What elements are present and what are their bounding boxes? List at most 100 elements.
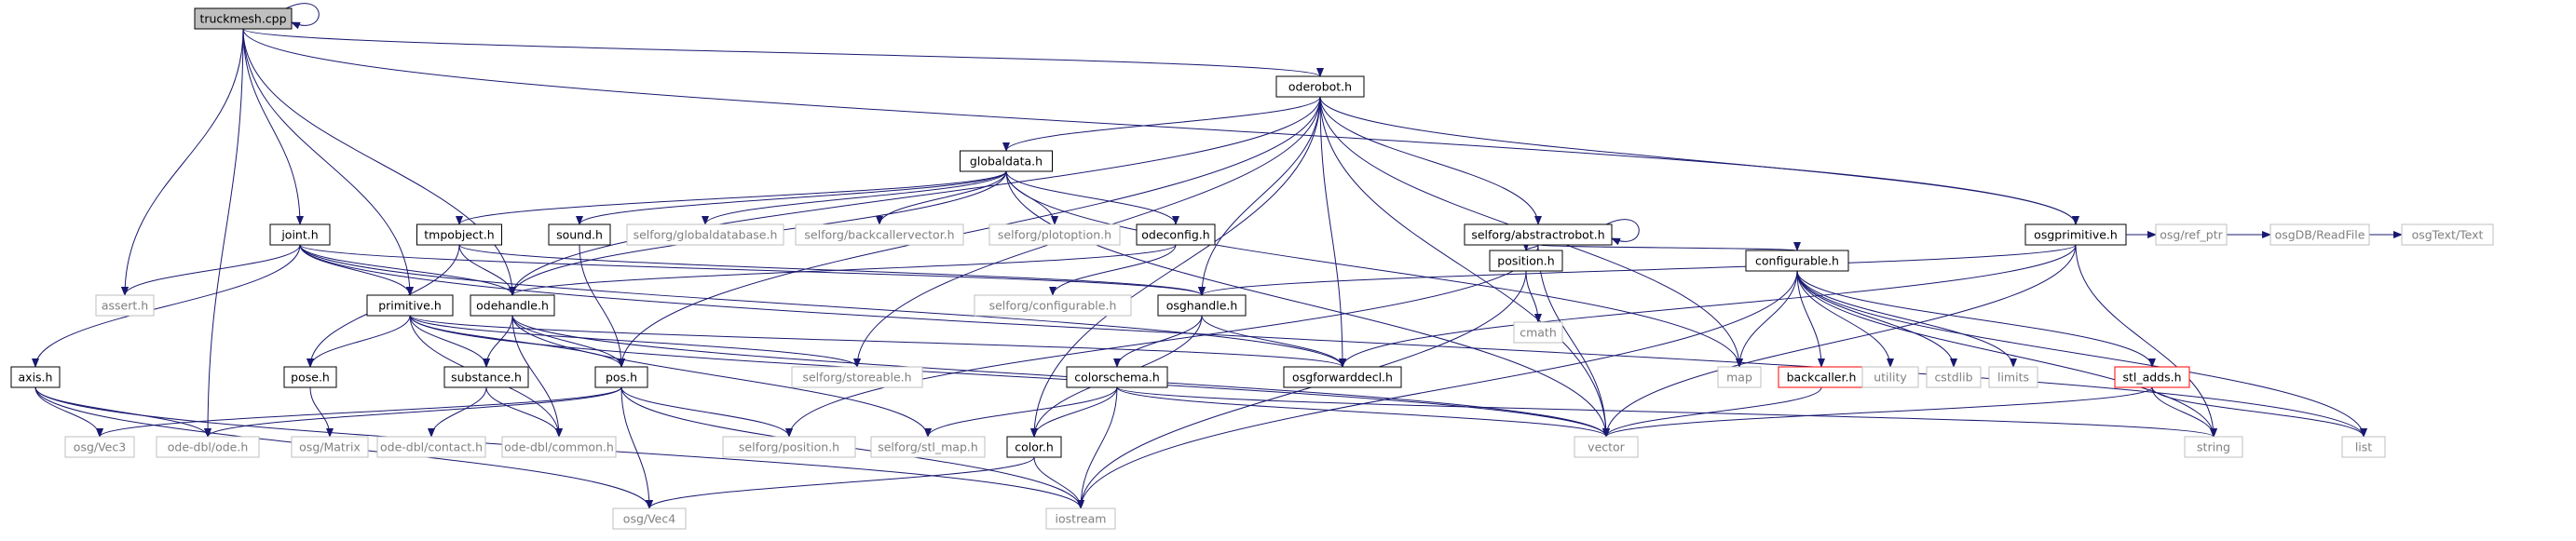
edge-pos-to-selforg_position: [620, 386, 793, 438]
edge-selforg_abstractrobot-to-selforg_position: [785, 244, 1539, 438]
node-box: [795, 223, 964, 246]
node-label: selforg/abstractrobot.h: [1471, 228, 1604, 242]
node-label: osghandle.h: [1166, 299, 1238, 313]
node-position[interactable]: position.h: [1489, 250, 1563, 272]
edge-joint-to-list: [299, 244, 2367, 438]
node-odehandle[interactable]: odehandle.h: [470, 294, 555, 317]
node-ode-dbl-contact: ode-dbl/contact.h: [376, 436, 486, 458]
edge-configurable-to-map: [1736, 270, 1798, 368]
node-label: vector: [1588, 440, 1626, 454]
node-box: [156, 436, 260, 458]
node-selforg-plotoption: selforg/plotoption.h: [988, 223, 1121, 246]
node-backcaller[interactable]: backcaller.h: [1778, 366, 1865, 388]
edge-oderobot-to-selforg_abstractrobot: [1319, 96, 1542, 225]
node-box: [443, 366, 529, 388]
node-tmpobject[interactable]: tmpobject.h: [416, 223, 502, 246]
edge-sound-to-pos: [579, 244, 625, 368]
node-axis[interactable]: axis.h: [10, 366, 61, 388]
node-box: [2114, 366, 2190, 388]
node-label: osg/Matrix: [299, 440, 361, 454]
edge-osgprimitive-to-osgforwarddecl: [1339, 244, 2077, 368]
node-box: [95, 294, 155, 317]
edge-truckmesh-to-truckmesh: [285, 3, 320, 30]
edge-colorschema-to-selforg_stl_map: [924, 386, 1118, 438]
node-label: ode-dbl/ode.h: [168, 440, 249, 454]
node-label: axis.h: [19, 371, 53, 385]
node-colorschema[interactable]: colorschema.h: [1066, 366, 1168, 388]
node-box: [594, 366, 648, 388]
node-configurable[interactable]: configurable.h: [1745, 250, 1849, 272]
node-globaldata[interactable]: globaldata.h: [960, 150, 1053, 172]
edge-joint-to-assert: [121, 244, 301, 296]
node-substance[interactable]: substance.h: [443, 366, 529, 388]
node-odeconfig[interactable]: odeconfig.h: [1136, 223, 1216, 246]
edge-selforg_abstractrobot-to-vector: [1537, 244, 1610, 438]
edge-truckmesh-to-oderobot: [242, 28, 1324, 77]
node-box: [1006, 436, 1062, 458]
edge-substance-to-ode_dbl_common: [485, 386, 563, 438]
node-label: oderobot.h: [1288, 80, 1352, 94]
edge-primitive-to-osgforwarddecl: [409, 315, 1346, 368]
node-cmath: cmath: [1513, 321, 1563, 344]
node-box: [1464, 223, 1613, 246]
edge-configurable-to-limits: [1796, 270, 2017, 368]
node-box: [376, 436, 486, 458]
edge-tmpobject-to-osghandle: [458, 244, 1206, 296]
edge-globaldata-to-sound: [576, 170, 1007, 225]
node-cstdlib: cstdlib: [1926, 366, 1982, 388]
node-box: [2184, 436, 2243, 458]
edge-globaldata-to-tmpobject: [456, 170, 1007, 225]
node-iostream: iostream: [1045, 507, 1116, 530]
node-sound[interactable]: sound.h: [548, 223, 611, 246]
edge-truckmesh-to-odehandle: [242, 28, 516, 296]
node-vector: vector: [1574, 436, 1639, 458]
node-label: selforg/stl_map.h: [878, 440, 978, 454]
node-osghandle[interactable]: osghandle.h: [1157, 294, 1247, 317]
edge-primitive-to-vector: [409, 315, 1610, 438]
node-label: osgprimitive.h: [2034, 228, 2118, 242]
node-selforg-abstractrobot[interactable]: selforg/abstractrobot.h: [1464, 223, 1613, 246]
edge-stl_adds-to-list: [2151, 386, 2367, 438]
node-osgforwarddecl[interactable]: osgforwarddecl.h: [1283, 366, 1402, 388]
node-label: utility: [1874, 371, 1907, 385]
node-label: osgText/Text: [2412, 228, 2484, 242]
node-box: [1745, 250, 1849, 272]
node-label: odehandle.h: [476, 299, 549, 313]
node-truckmesh[interactable]: truckmesh.cpp: [194, 7, 293, 30]
node-osg-Vec4: osg/Vec4: [612, 507, 687, 530]
node-joint[interactable]: joint.h: [269, 223, 331, 246]
node-label: selforg/position.h: [739, 440, 839, 454]
node-osgprimitive[interactable]: osgprimitive.h: [2024, 223, 2127, 246]
node-box: [960, 150, 1053, 172]
node-label: backcaller.h: [1787, 371, 1857, 385]
node-label: selforg/storeable.h: [802, 371, 911, 385]
node-primitive[interactable]: primitive.h: [366, 294, 454, 317]
node-stl-adds[interactable]: stl_adds.h: [2114, 366, 2190, 388]
node-label: colorschema.h: [1074, 371, 1160, 385]
edge-truckmesh-to-assert: [121, 28, 244, 296]
node-box: [2024, 223, 2127, 246]
node-pose[interactable]: pose.h: [283, 366, 337, 388]
node-label: osg/Vec3: [74, 440, 126, 454]
edge-configurable-to-stl_adds: [1796, 270, 2156, 368]
node-label: configurable.h: [1755, 254, 1839, 268]
edge-primitive-to-selforg_storeable: [409, 315, 861, 368]
edge-truckmesh-to-joint: [242, 28, 304, 225]
edge-globaldata-to-selforg_backcallervector: [876, 170, 1007, 225]
node-oderobot[interactable]: oderobot.h: [1275, 75, 1365, 98]
node-label: odeconfig.h: [1141, 228, 1209, 242]
edge-odehandle-to-pos: [511, 315, 625, 368]
edge-joint-to-primitive: [299, 244, 414, 296]
node-color[interactable]: color.h: [1006, 436, 1062, 458]
edge-configurable-to-utility: [1796, 270, 1894, 368]
edge-globaldata-to-odeconfig: [1005, 170, 1179, 225]
node-selforg-globaldatabase: selforg/globaldatabase.h: [626, 223, 784, 246]
edge-stl_adds-to-vector: [1602, 386, 2153, 438]
node-pos[interactable]: pos.h: [594, 366, 648, 388]
node-label: joint.h: [280, 228, 318, 242]
node-box: [974, 294, 1132, 317]
node-label: ode-dbl/contact.h: [380, 440, 483, 454]
node-label: tmpobject.h: [424, 228, 494, 242]
edge-position-to-iostream: [1077, 270, 1527, 509]
node-box: [1066, 366, 1168, 388]
